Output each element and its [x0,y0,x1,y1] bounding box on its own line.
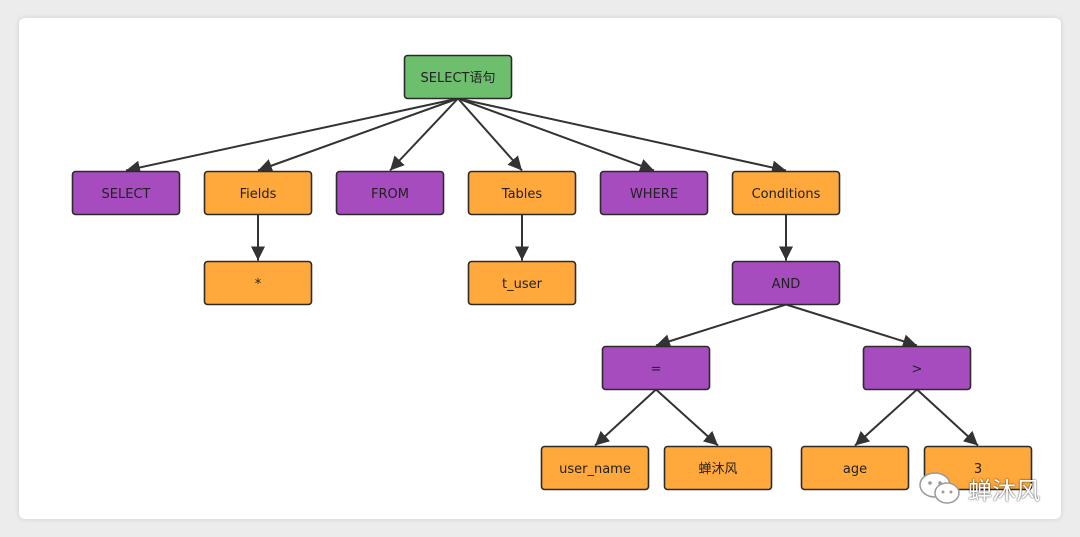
node-label-chanmufeng: 蝉沐风 [698,462,737,477]
node-tables: Tables [467,170,577,216]
node-label-root: SELECT语句 [421,71,496,86]
edge-root-to-conditions [457,97,787,175]
node-chanmufeng: 蝉沐风 [663,445,773,491]
node-label-where: WHERE [630,187,678,202]
edge-eq-to-chanmufeng [655,388,719,447]
node-label-star: * [255,277,262,292]
watermark-text: 蝉沐风 [968,476,1040,505]
node-age: age [800,445,910,491]
node-box-eq [601,345,711,391]
edges-layer [125,97,979,447]
node-conditions: Conditions [731,170,841,216]
edge-root-to-where [457,97,655,173]
node-box-t_user [467,260,577,306]
edge-root-to-fields [257,97,459,173]
node-box-from [335,170,445,216]
edge-and-to-gt [785,303,918,348]
node-select: SELECT [71,170,181,216]
node-box-and [731,260,841,306]
node-t_user: t_user [467,260,577,306]
edge-eq-to-user_name [594,388,657,447]
node-box-chanmufeng [663,445,773,491]
node-box-root [403,54,513,100]
node-where: WHERE [599,170,709,216]
node-label-select: SELECT [102,187,151,202]
nodes-layer: SELECT语句 SELECT Fields FROM Tables WHERE Condi… [71,54,1033,491]
edge-root-to-select [125,97,459,175]
node-from: FROM [335,170,445,216]
node-three: 3 [923,445,1033,491]
node-box-user_name [540,445,650,491]
edge-root-to-from [389,97,459,172]
node-box-select [71,170,181,216]
node-box-three [923,445,1033,491]
node-label-t_user: t_user [502,277,543,292]
wechat-icon [919,472,960,504]
node-label-tables: Tables [501,187,543,202]
node-user_name: user_name [540,445,650,491]
watermark: 蝉沐风 [918,470,1040,506]
node-label-gt: > [912,362,923,377]
node-label-user_name: user_name [559,462,631,477]
node-fields: Fields [203,170,313,216]
node-star: * [203,260,313,306]
node-box-gt [862,345,972,391]
node-box-where [599,170,709,216]
node-label-eq: = [651,362,662,377]
node-label-fields: Fields [240,187,277,202]
node-label-and: AND [772,277,801,292]
edge-gt-to-age [854,388,918,447]
node-box-fields [203,170,313,216]
node-eq: = [601,345,711,391]
edge-root-to-tables [457,97,523,172]
node-box-conditions [731,170,841,216]
node-label-three: 3 [974,462,982,477]
node-label-age: age [843,462,867,477]
node-box-star [203,260,313,306]
node-box-tables [467,170,577,216]
node-gt: > [862,345,972,391]
edge-and-to-eq [655,303,787,348]
node-box-age [800,445,910,491]
node-root: SELECT语句 [403,54,513,100]
node-label-from: FROM [371,187,409,202]
node-and: AND [731,260,841,306]
node-label-conditions: Conditions [752,187,821,202]
edge-gt-to-three [916,388,979,447]
